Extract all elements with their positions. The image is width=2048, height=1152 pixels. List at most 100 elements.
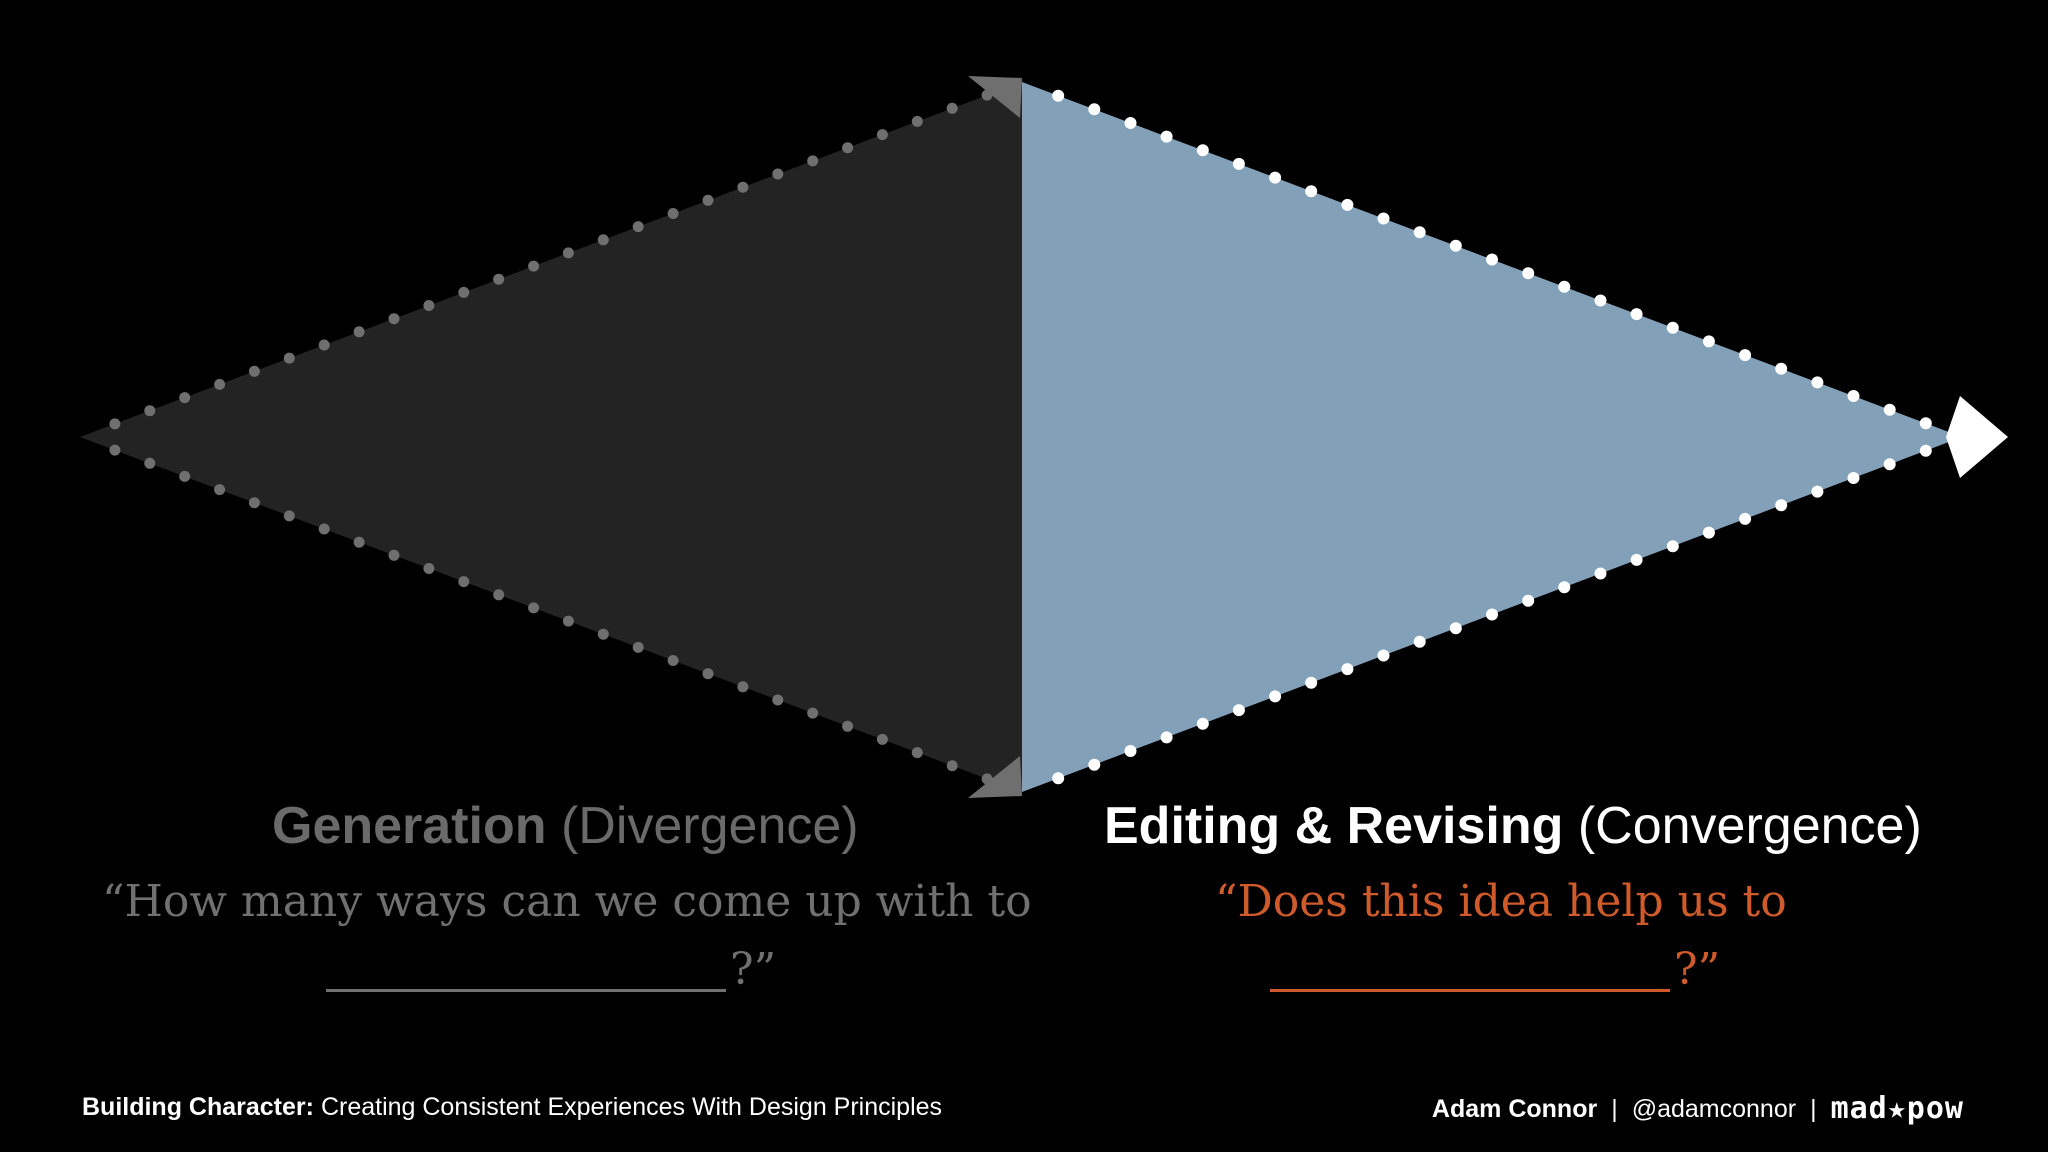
convergence-top-dot xyxy=(1341,198,1354,211)
divergence-bottom-dot xyxy=(318,523,330,535)
convergence-top-dot xyxy=(1739,349,1752,362)
separator: | xyxy=(1611,1094,1618,1123)
convergence-top-dot xyxy=(1088,103,1101,116)
generation-subtitle: (Divergence) xyxy=(560,797,859,855)
convergence-top-dot xyxy=(1558,280,1571,293)
divergence-bottom-dot xyxy=(946,760,958,772)
divergence-top-dot xyxy=(807,155,819,167)
divergence-bottom-dot xyxy=(423,563,435,574)
convergence-top-dot xyxy=(1305,185,1318,198)
convergence-bottom-dot xyxy=(1377,649,1390,662)
generation-heading: Generation (Divergence) xyxy=(272,800,859,852)
divergence-top-dot xyxy=(737,181,749,193)
fill-in-blank xyxy=(326,949,726,992)
divergence-top-dot xyxy=(842,142,854,154)
convergence-bottom-dot xyxy=(1486,608,1498,621)
convergence-top-dot xyxy=(1666,321,1679,334)
divergence-bottom-dot xyxy=(772,694,784,706)
divergence-bottom-dot xyxy=(702,668,714,680)
convergence-bottom-dot xyxy=(1124,745,1137,757)
divergence-top-dot xyxy=(423,300,435,311)
divergence-bottom-dot xyxy=(632,641,644,653)
divergence-bottom-dot xyxy=(667,655,679,666)
convergence-top-dot xyxy=(1630,308,1643,321)
convergence-top-dot xyxy=(1413,226,1426,239)
divergence-bottom-dot xyxy=(737,681,749,693)
divergence-top-dot xyxy=(214,378,226,390)
talk-title-rest: Creating Consistent Experiences With Des… xyxy=(320,1093,943,1121)
separator: | xyxy=(1810,1094,1817,1123)
generation-question-end: ?” xyxy=(730,944,777,995)
divergence-bottom-dot xyxy=(876,733,888,745)
convergence-top-dot xyxy=(1702,335,1715,348)
convergence-bottom-dot xyxy=(1702,526,1715,539)
convergence-bottom-dot xyxy=(1739,512,1752,525)
divergence-top-dot xyxy=(353,326,365,338)
speaker-credit: Adam Connor | @adamconnor | mad★pow xyxy=(1432,1094,1964,1124)
divergence-top-dot xyxy=(667,208,679,219)
divergence-top-dot xyxy=(388,313,400,325)
divergence-bottom-dot xyxy=(214,484,226,496)
convergence-bottom-dot xyxy=(1305,676,1318,689)
divergence-bottom-dot xyxy=(911,747,923,759)
convergence-triangle xyxy=(1022,82,1962,792)
divergence-top-dot xyxy=(458,286,470,298)
editing-question-end: ?” xyxy=(1674,944,1721,995)
convergence-bottom-dot xyxy=(1522,594,1535,607)
convergence-bottom-dot xyxy=(1232,704,1245,717)
speaker-handle: @adamconnor xyxy=(1631,1094,1797,1123)
editing-question-blank: ?” xyxy=(1270,948,1720,992)
dotted-edges xyxy=(109,89,1932,785)
divergence-bottom-dot xyxy=(353,536,365,548)
convergence-bottom-dot xyxy=(1811,485,1824,498)
divergence-bottom-dot xyxy=(528,602,540,614)
convergence-top-dot xyxy=(1522,267,1535,280)
divergence-bottom-dot xyxy=(179,470,191,482)
fill-in-blank xyxy=(1270,949,1670,992)
convergence-top-dot xyxy=(1594,294,1607,307)
convergence-bottom-dot xyxy=(1919,444,1932,457)
convergence-top-dot xyxy=(1449,239,1462,252)
convergence-top-dot xyxy=(1486,253,1498,266)
divergence-bottom-dot xyxy=(388,549,400,561)
divergence-bottom-dot xyxy=(458,576,470,588)
convergence-top-dot xyxy=(1811,376,1824,389)
convergence-bottom-dot xyxy=(1088,758,1101,771)
talk-title: Building Character: Creating Consistent … xyxy=(82,1095,942,1120)
convergence-bottom-dot xyxy=(1413,635,1426,648)
divergence-bottom-dot xyxy=(283,510,295,522)
convergence-top-dot xyxy=(1847,390,1860,402)
divergence-top-dot xyxy=(179,392,191,404)
convergence-top-dot xyxy=(1883,403,1896,416)
convergence-top-dot xyxy=(1232,157,1245,170)
generation-question-blank: ?” xyxy=(326,948,776,992)
divergence-top-dot xyxy=(318,339,330,351)
convergence-bottom-dot xyxy=(1594,567,1607,580)
convergence-bottom-dot xyxy=(1630,553,1643,566)
divergence-top-dot xyxy=(702,194,714,206)
convergence-top-dot xyxy=(1052,89,1065,102)
madpow-logo: mad★pow xyxy=(1830,1091,1964,1126)
divergence-top-dot xyxy=(528,260,540,272)
divergence-top-dot xyxy=(597,234,609,246)
divergence-bottom-dot xyxy=(842,720,854,732)
convergence-bottom-dot xyxy=(1847,472,1860,484)
divergence-top-dot xyxy=(562,247,574,259)
divergence-bottom-dot xyxy=(109,444,121,456)
divergence-bottom-dot xyxy=(144,457,156,469)
convergence-bottom-dot xyxy=(1196,717,1209,730)
convergence-bottom-dot xyxy=(1666,540,1679,553)
convergence-top-dot xyxy=(1196,144,1209,157)
divergence-bottom-dot xyxy=(597,628,609,640)
generation-title: Generation xyxy=(272,797,547,855)
editing-heading: Editing & Revising (Convergence) xyxy=(1104,800,1922,852)
divergence-top-dot xyxy=(911,115,923,127)
speaker-name: Adam Connor xyxy=(1431,1094,1598,1123)
divergence-bottom-dot xyxy=(248,497,260,509)
editing-question: “Does this idea help us to xyxy=(1215,876,1787,927)
divergence-bottom-arrowhead xyxy=(968,756,1022,798)
divergence-top-arrowhead xyxy=(968,76,1022,118)
generation-question: “How many ways can we come up with to xyxy=(102,876,1032,927)
convergence-bottom-dot xyxy=(1883,458,1896,471)
convergence-top-dot xyxy=(1124,117,1137,129)
